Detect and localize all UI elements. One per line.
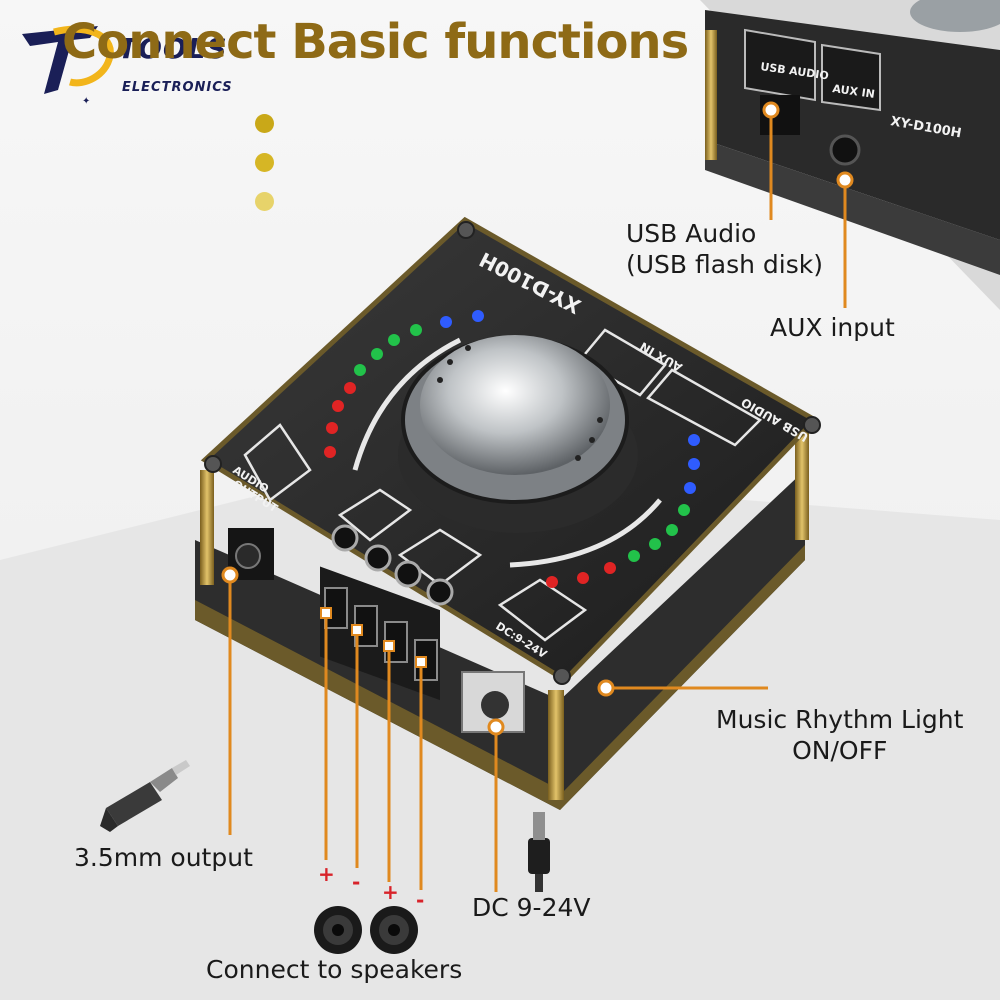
polarity-mark: - <box>352 870 361 894</box>
svg-text:✦: ✦ <box>82 96 90 106</box>
polarity-mark: + <box>318 862 335 886</box>
polarity-mark: - <box>416 888 425 912</box>
music-light-line1: Music Rhythm Light <box>716 705 964 734</box>
second-board-photo: USB AUDIO AUX IN XY-D100H <box>705 0 1000 275</box>
dc-label: DC 9-24V <box>472 893 591 922</box>
music-rhythm-light-label: Music Rhythm Light ON/OFF <box>716 704 963 767</box>
jack-plug-illustration <box>100 760 190 832</box>
speaker-icons <box>314 906 418 954</box>
logo-wordmark: TOOLS <box>118 32 228 65</box>
usb-audio-line2: (USB flash disk) <box>626 250 823 280</box>
bullet-dot <box>255 192 274 211</box>
usb-audio-line1: USB Audio <box>626 219 757 248</box>
brand-logo-icon: ✦ <box>22 25 114 106</box>
usb-audio-label: USB Audio (USB flash disk) <box>626 218 823 281</box>
polarity-mark: + <box>382 880 399 904</box>
logo-tagline: ELECTRONICS <box>122 80 233 95</box>
page-title: Connect Basic functions <box>62 14 689 70</box>
aux-input-label: AUX input <box>770 313 895 342</box>
dc-plug-illustration <box>528 812 550 892</box>
speakers-label: Connect to speakers <box>206 955 463 984</box>
bullet-dot <box>255 153 274 172</box>
svg-text:AUX IN: AUX IN <box>832 82 876 101</box>
music-light-line2: ON/OFF <box>792 736 888 766</box>
output-label: 3.5mm output <box>74 843 253 872</box>
bullet-dot <box>255 114 274 133</box>
